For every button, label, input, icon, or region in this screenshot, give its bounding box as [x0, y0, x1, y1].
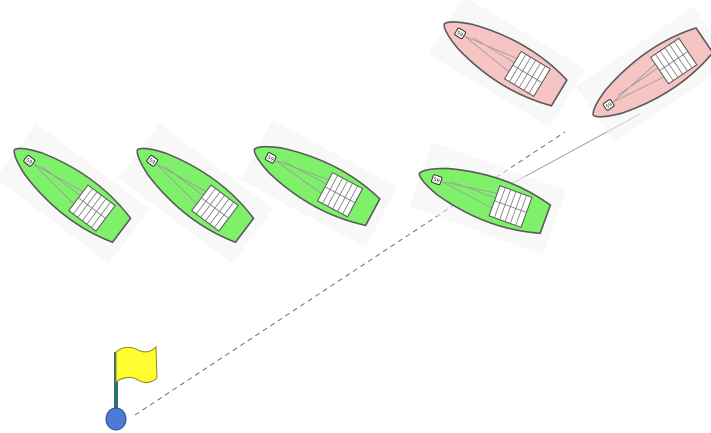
sail-number: 59 [147, 157, 156, 166]
sail-number: 59 [266, 155, 274, 163]
boat-3: 59 [240, 120, 398, 247]
boat-1: 59 [0, 123, 150, 264]
flag-icon [114, 345, 158, 412]
boat-2: 59 [118, 123, 273, 264]
sail-number: 59 [432, 177, 440, 185]
boat-6: 59 [575, 6, 711, 143]
sail-number: 59 [24, 157, 33, 166]
boat-4: 59 [409, 142, 567, 255]
boats-layer: 59 59 59 59 59 59 [0, 0, 711, 264]
start-line [134, 131, 566, 416]
sail-number: 59 [455, 30, 464, 38]
boat-5: 59 [428, 0, 586, 128]
buoy-icon [105, 407, 127, 431]
sail-number: 59 [605, 101, 614, 110]
